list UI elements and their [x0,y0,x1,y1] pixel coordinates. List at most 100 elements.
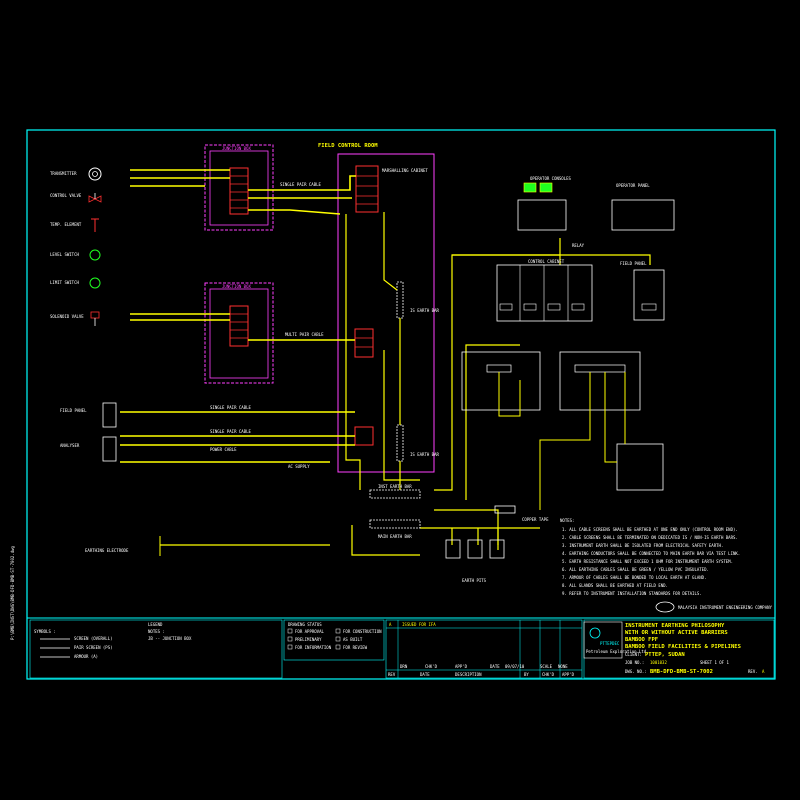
rev-label: REV. [748,669,758,674]
rev-header-appd: APP'D [562,672,575,677]
scale-label: SCALE [540,664,553,669]
field-control-room: FIELD CONTROL ROOM MARSHALLING CABINET I… [318,143,439,473]
rev-value: A [762,669,765,674]
note-3: 3. INSTRUMENT EARTH SHALL BE ISOLATED FR… [562,543,723,548]
control-cabinet: CONTROL CABINET RELAY FIELD PANEL [496,243,665,322]
label-solenoid-valve: SOLENOID VALVE [50,314,84,319]
notes-title: NOTES: [560,518,574,523]
rev-header-desc: DESCRIPTION [455,672,482,677]
main-earth-bar [369,519,421,529]
console-box-1 [517,199,567,231]
label-operator-panel: OPERATOR PANEL [616,183,650,188]
note-1: 1. ALL CABLE SCREENS SHALL BE EARTHED AT… [562,527,738,532]
date-label: DATE [490,664,500,669]
field-panel-right-box [633,269,665,321]
console-box-2 [611,199,675,231]
earth-bars-bottom: INST EARTH BAR MAIN EARTH BAR COPPER TAP… [85,484,549,583]
checked-label: CHK'D [425,664,438,669]
field-control-room-title: FIELD CONTROL ROOM [318,143,378,149]
date-value: 09/07/10 [505,664,525,669]
drawing-border [26,129,776,680]
earth-pit-1 [445,539,461,559]
cables [120,169,651,556]
drawn-label: DRN [400,664,408,669]
junction-box-mid: JUNCTION BOX [204,282,274,384]
control-cabinet-box [496,264,593,322]
label-cable-3: SINGLE PAIR CABLE [210,405,252,410]
client-logo-sub: Petroleum Exploration Ltd. [586,649,649,654]
junction-box-top: JUNCTION BOX [204,144,274,231]
label-earth-pit: EARTH PITS [462,578,487,583]
temp-element-icon [91,218,99,232]
operator-consoles: OPERATOR CONSOLES OPERATOR PANEL [517,176,675,231]
legend-note-item: JB -- JUNCTION BOX [148,636,192,641]
junction-box-mid-inner [209,288,269,379]
rev-header-date: DATE [420,672,430,677]
status-item-3: PRELIMINARY [295,637,322,642]
label-control-valve: CONTROL VALVE [50,193,82,198]
cable-labels: SINGLE PAIR CABLE MULTI PAIR CABLE SINGL… [210,182,324,469]
legend-symbols: SYMBOLS : [34,629,56,634]
client-logo-box [583,621,623,659]
rev-header-by: BY [524,672,529,677]
inst-earth-bar [369,489,421,499]
rev-header-chk: CHK'D [542,672,555,677]
label-jb-top: JUNCTION BOX [222,146,251,151]
status-title: DRAWING STATUS [288,622,322,627]
status-box [283,619,385,661]
label-limit-switch: LIMIT SWITCH [50,280,79,285]
label-main-earth: MAIN EARTH BAR [378,534,412,539]
label-marshalling: MARSHALLING CABINET [382,168,428,173]
note-8: 8. ALL GLANDS SHALL BE EARTHED AT FIELD … [562,583,668,588]
limit-switch-icon [89,277,101,289]
label-earth-bar-1: IS EARTH BAR [410,308,439,313]
field-panel-left-box [102,402,117,428]
marshalling-terminal-2 [354,328,374,358]
label-control-cabinet: CONTROL CABINET [528,259,565,264]
revision-row-rev: A [389,622,392,627]
legend-item-3: ARMOUR (A) [74,654,98,659]
client-label: CLIENT: [625,652,642,657]
earth-pit-3 [489,539,505,559]
note-6: 6. ALL EARTHING CABLES SHALL BE GREEN / … [562,567,709,572]
note-7: 7. ARMOUR OF CABLES SHALL BE BONDED TO L… [562,575,707,580]
notes-block: NOTES: 1. ALL CABLE SCREENS SHALL BE EAR… [560,518,740,596]
title-line-3: BAMBOO FPF [625,637,658,643]
terminal-strip-top [229,167,249,215]
label-analyser: ANALYSER [60,443,80,448]
dist-panel-right [559,351,641,411]
legend-item-2: PAIR SCREEN (PS) [74,645,113,650]
label-copper-tape: COPPER TAPE [522,517,549,522]
note-9: 9. REFER TO INSTRUMENT INSTALLATION STAN… [562,591,702,596]
label-electrode: EARTHING ELECTRODE [85,548,129,553]
sheet-text: SHEET 1 OF 1 [700,660,729,665]
label-field-panel-right: FIELD PANEL [620,261,647,266]
label-field-panel-left: FIELD PANEL [60,408,87,413]
label-relay: RELAY [572,243,585,248]
legend-box [29,619,283,679]
junction-box-top-outer [204,144,274,231]
side-path-text: P:\BMB\INST\DWG\BMB-DFD-BMB-ST-7002.dwg [10,545,15,640]
ac-box [616,443,664,491]
dist-panel-left [461,351,541,411]
label-level-switch: LEVEL SWITCH [50,252,79,257]
analyser-box [102,436,117,462]
drg-label: DWG. NO.: [625,669,647,674]
label-transmitter: TRANSMITTER [50,171,77,176]
approved-label: APP'D [455,664,468,669]
label-cable-6: AC SUPPLY [288,464,310,469]
monitor-icon-1 [523,182,537,193]
label-earth-bar-2: IS EARTH BAR [410,452,439,457]
terminal-strip-mid [229,305,249,347]
drawing-number: BMB-DFD-BMB-ST-7002 [650,669,713,675]
status-item-2: FOR CONSTRUCTION [343,629,382,634]
revision-table [385,619,583,679]
scale-value: NONE [558,664,568,669]
label-cable-4: SINGLE PAIR CABLE [210,429,252,434]
junction-box-top-inner [209,150,269,226]
title-line-1: INSTRUMENT EARTHING PHILOSOPHY [625,623,725,629]
legend-notes-head: NOTES : [148,629,165,634]
company-logo-icon [655,601,675,613]
monitor-icon-2 [539,182,553,193]
